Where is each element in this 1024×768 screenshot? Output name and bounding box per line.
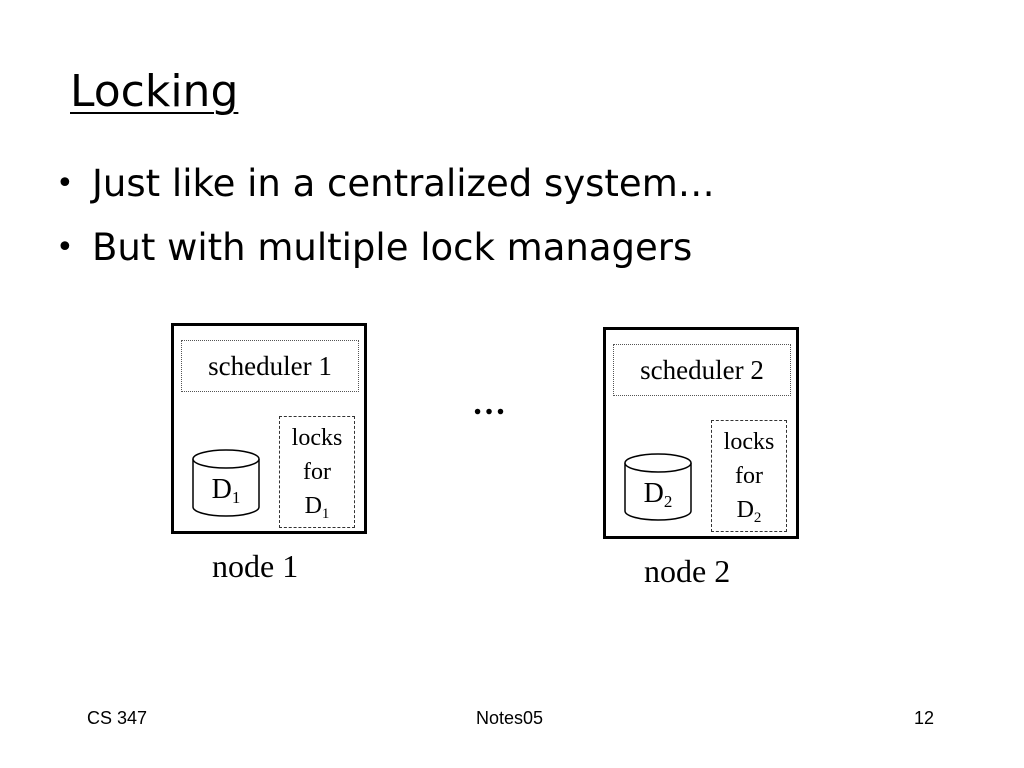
footer-course: CS 347 <box>87 708 148 728</box>
database-icon <box>192 449 260 517</box>
scheduler-1-box: scheduler 1 <box>181 340 359 392</box>
bullet-item: • Just like in a centralized system… <box>56 158 715 222</box>
bullet-text: But with multiple lock managers <box>92 226 693 269</box>
database-label: D2 <box>643 478 673 511</box>
bullet-text: Just like in a centralized system… <box>92 162 715 205</box>
bullet-item: • But with multiple lock managers <box>56 222 715 286</box>
locks-box: locks for D2 <box>711 420 787 532</box>
database-label: D1 <box>211 474 241 507</box>
node-2-label: node 2 <box>644 553 731 589</box>
node-1-label: node 1 <box>212 548 299 584</box>
footer-notes: Notes05 <box>476 708 544 728</box>
ellipsis: … <box>472 385 507 422</box>
bullet-dot-icon: • <box>56 166 74 201</box>
bullet-list: • Just like in a centralized system… • B… <box>56 158 715 286</box>
locks-box: locks for D1 <box>279 416 355 528</box>
scheduler-2-box: scheduler 2 <box>613 344 791 396</box>
footer-page-number: 12 <box>914 708 935 728</box>
node-2-box: scheduler 2 D2 locks for D2 <box>603 327 799 539</box>
node-1-box: scheduler 1 D1 locks for D1 <box>171 323 367 534</box>
database-icon <box>624 453 692 521</box>
slide-title: Locking <box>70 66 239 117</box>
bullet-dot-icon: • <box>56 230 74 265</box>
